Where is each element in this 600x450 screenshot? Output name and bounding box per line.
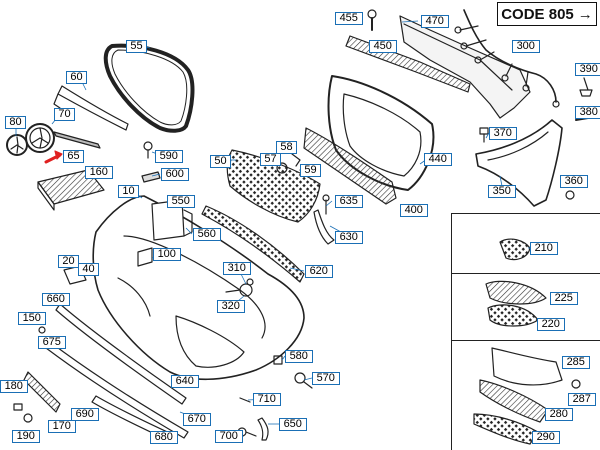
part-label-660: 660	[42, 293, 70, 306]
part-label-580: 580	[285, 350, 313, 363]
part-label-310: 310	[223, 262, 251, 275]
part-label-80: 80	[5, 116, 26, 129]
part-label-440: 440	[424, 153, 452, 166]
small-bracket-part	[313, 209, 335, 245]
part-label-590: 590	[155, 150, 183, 163]
part-label-160: 160	[85, 166, 113, 179]
part-label-455: 455	[335, 12, 363, 25]
lower-grille-part	[201, 205, 305, 283]
part-label-50: 50	[210, 155, 231, 168]
fastener-part	[141, 141, 161, 183]
part-label-100: 100	[153, 248, 181, 261]
code-label-box: CODE 805 →	[497, 2, 597, 26]
part-label-320: 320	[217, 300, 245, 313]
part-label-635: 635	[335, 195, 363, 208]
inset-divider	[451, 273, 600, 274]
part-label-40: 40	[78, 263, 99, 276]
inset-divider	[451, 340, 600, 341]
red-pointer-arrow-icon	[44, 150, 63, 164]
code-label: CODE 805	[501, 5, 574, 23]
part-label-640: 640	[171, 375, 199, 388]
part-label-470: 470	[421, 15, 449, 28]
part-label-360: 360	[560, 175, 588, 188]
part-label-390: 390	[575, 63, 600, 76]
part-label-20: 20	[58, 255, 79, 268]
part-label-285: 285	[562, 356, 590, 369]
part-label-57: 57	[260, 153, 281, 166]
screw-part	[273, 355, 313, 389]
part-label-70: 70	[54, 108, 75, 121]
grille-frame-part	[103, 43, 195, 133]
grille-bar-part	[53, 85, 129, 131]
part-label-700: 700	[215, 430, 243, 443]
part-label-300: 300	[512, 40, 540, 53]
sensor-module-part	[151, 199, 193, 241]
part-label-680: 680	[150, 431, 178, 444]
part-label-370: 370	[489, 127, 517, 140]
part-label-570: 570	[312, 372, 340, 385]
part-label-400: 400	[400, 204, 428, 217]
star-emblem-part	[25, 123, 55, 153]
part-label-630: 630	[335, 231, 363, 244]
part-label-55: 55	[126, 40, 147, 53]
right-arrow-icon: →	[577, 5, 593, 23]
part-label-280: 280	[545, 408, 573, 421]
inset-panel	[451, 213, 600, 450]
part-label-59: 59	[300, 164, 321, 177]
retainer-part	[137, 247, 153, 267]
part-label-600: 600	[161, 168, 189, 181]
side-bracket-part	[475, 119, 575, 207]
part-label-65: 65	[63, 150, 84, 163]
part-label-170: 170	[48, 420, 76, 433]
trim-strip-part	[53, 131, 101, 149]
part-label-710: 710	[253, 393, 281, 406]
part-label-60: 60	[66, 71, 87, 84]
part-label-650: 650	[279, 418, 307, 431]
part-label-550: 550	[167, 195, 195, 208]
part-label-290: 290	[532, 431, 560, 444]
part-label-225: 225	[550, 292, 578, 305]
small-emblem-part	[6, 134, 28, 156]
bolt-part	[479, 127, 489, 143]
lower-trim-strips-part	[13, 303, 189, 443]
part-label-620: 620	[305, 265, 333, 278]
mount-bracket-part	[303, 127, 397, 215]
bumper-cover-part	[92, 195, 305, 381]
part-label-58: 58	[276, 141, 297, 154]
part-label-287: 287	[568, 393, 596, 406]
part-label-220: 220	[537, 318, 565, 331]
part-label-675: 675	[38, 336, 66, 349]
part-label-380: 380	[575, 106, 600, 119]
wiring-harness-part	[454, 9, 560, 108]
part-label-190: 190	[12, 430, 40, 443]
grille-inset-part	[485, 280, 547, 327]
part-label-150: 150	[18, 312, 46, 325]
part-label-560: 560	[193, 228, 221, 241]
part-label-690: 690	[71, 408, 99, 421]
part-label-450: 450	[369, 40, 397, 53]
bolt-part	[367, 9, 377, 31]
part-label-670: 670	[183, 413, 211, 426]
part-label-350: 350	[488, 185, 516, 198]
part-label-210: 210	[530, 242, 558, 255]
part-label-10: 10	[118, 185, 139, 198]
part-label-180: 180	[0, 380, 28, 393]
mesh-grille-part	[226, 149, 321, 223]
